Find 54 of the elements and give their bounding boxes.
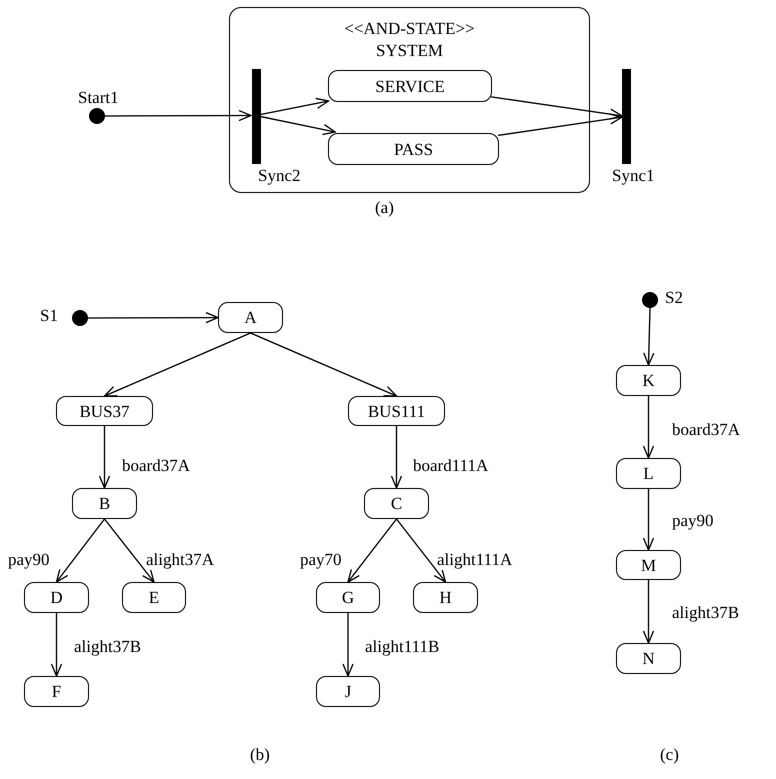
transition-arrow [342,613,354,677]
transition-arrow [50,613,62,677]
transition-arrow [104,332,251,397]
state-name: Sync1 [612,166,654,186]
transition-arrow [642,489,654,551]
transition-arrow [260,116,336,136]
transition-arrow [643,308,654,366]
transition-arrow [396,518,446,583]
state-box: L [616,458,681,489]
transition-arrow [390,426,402,489]
edge-label: alight37B [74,637,142,657]
transition-arrow [642,580,654,644]
transition-arrow [347,518,398,583]
transition-arrow [490,96,623,120]
state-box: F [24,676,89,707]
state-box: BUS37 [56,396,153,426]
state-name: S1 [40,306,58,326]
sync-bar [622,69,631,164]
state-box: E [122,582,186,613]
state-box: G [316,582,380,613]
edge-label: alight37A [146,550,214,570]
transition-arrow [642,396,654,459]
panel-label: (a) [375,198,394,218]
transition-arrow [98,426,110,489]
edge-label: alight37B [672,603,740,623]
state-title: <<AND-STATE>> SYSTEM [343,18,476,62]
state-box: H [413,582,478,613]
transition-arrow [104,518,155,583]
edge-label: alight111A [437,550,512,570]
state-box: M [616,550,681,580]
state-box: K [616,365,681,396]
transition-arrow [260,98,330,116]
composite-state [229,7,590,193]
state-name: S2 [665,288,683,308]
transition-arrow [250,332,398,397]
panel-label: (c) [660,745,679,765]
edge-label: alight111B [365,637,440,657]
state-box: PASS [328,133,499,165]
state-box: SERVICE [328,70,492,102]
transition-arrow [56,518,106,583]
transition-arrow [88,312,219,324]
state-box: D [24,582,89,613]
state-box: J [316,676,380,707]
state-box: BUS111 [348,396,445,426]
state-box: A [218,302,283,333]
transition-arrow [105,110,252,122]
state-name: Sync2 [258,166,300,186]
sync-bar [252,69,261,164]
transition-arrow [498,113,623,136]
panel-label: (b) [250,745,270,765]
state-box: N [616,643,681,674]
state-name: Start1 [78,88,119,108]
state-box: B [72,488,137,519]
state-box: C [364,488,429,519]
